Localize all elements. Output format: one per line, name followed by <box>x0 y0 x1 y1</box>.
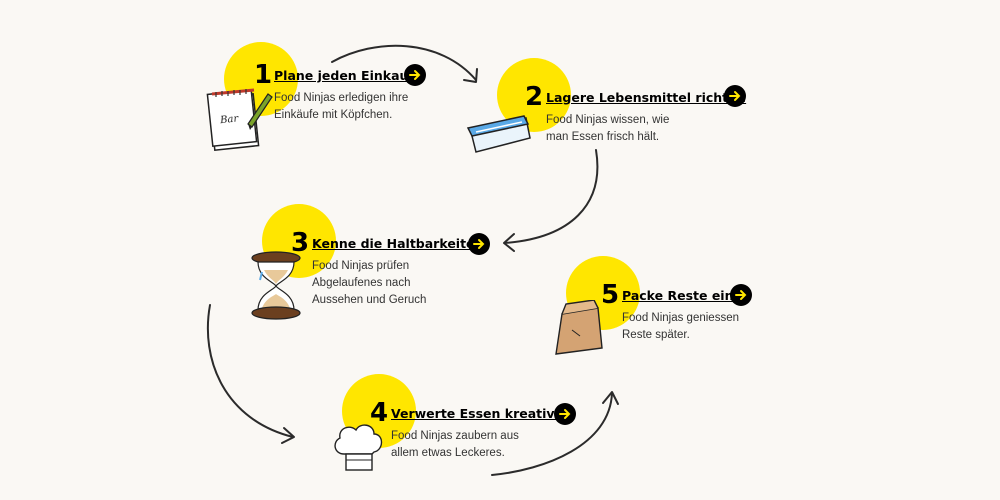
step-4-number: 4 <box>370 398 389 428</box>
step-1-description: Food Ninjas erledigen ihre Einkäufe mit … <box>274 92 409 121</box>
arrow-right-icon <box>735 290 747 300</box>
step-2-number: 2 <box>525 82 544 112</box>
step-5-title-link[interactable]: Packe Reste ein. <box>622 288 739 303</box>
step-3-number: 3 <box>291 228 310 258</box>
connector-2-to-3 <box>504 149 599 244</box>
arrow-right-icon <box>729 91 741 101</box>
connector-1-to-2-head <box>463 68 478 83</box>
step-3-title-link[interactable]: Kenne die Haltbarkeiten. <box>312 236 489 251</box>
step-2-title-link[interactable]: Lagere Lebensmittel richtig. <box>546 90 747 105</box>
paper-bag-icon <box>555 300 603 355</box>
chef-hat-icon <box>334 424 383 471</box>
step-2-description: Food Ninjas wissen, wie man Essen frisch… <box>546 114 670 143</box>
connector-2-to-3-head <box>503 233 515 252</box>
step-1-arrow-button[interactable] <box>404 64 426 86</box>
step-4-title-link[interactable]: Verwerte Essen kreativ. <box>391 406 559 421</box>
step-5-description: Food Ninjas geniessen Reste später. <box>622 312 739 341</box>
shopping-list-icon: Bar <box>206 88 273 151</box>
hourglass-icon <box>251 251 301 320</box>
shopping-list-note: Bar <box>219 113 240 126</box>
food-container-icon <box>466 115 531 153</box>
connector-3-to-4 <box>206 304 294 438</box>
step-3-arrow-button[interactable] <box>468 233 490 255</box>
connector-3-to-4-head <box>281 427 295 444</box>
arrow-right-icon <box>473 239 485 249</box>
step-4-arrow-button[interactable] <box>554 403 576 425</box>
connector-4-to-5-head <box>602 391 619 405</box>
step-5-arrow-button[interactable] <box>730 284 752 306</box>
step-1-title-link[interactable]: Plane jeden Einkauf. <box>274 68 418 83</box>
step-3-description: Food Ninjas prüfen Abgelaufenes nach Aus… <box>312 260 427 306</box>
step-1-number: 1 <box>254 60 273 90</box>
step-4-description: Food Ninjas zaubern aus allem etwas Leck… <box>391 430 519 459</box>
arrow-right-icon <box>559 409 571 419</box>
step-2-arrow-button[interactable] <box>724 85 746 107</box>
arrow-right-icon <box>409 70 421 80</box>
step-5-number: 5 <box>601 280 620 310</box>
